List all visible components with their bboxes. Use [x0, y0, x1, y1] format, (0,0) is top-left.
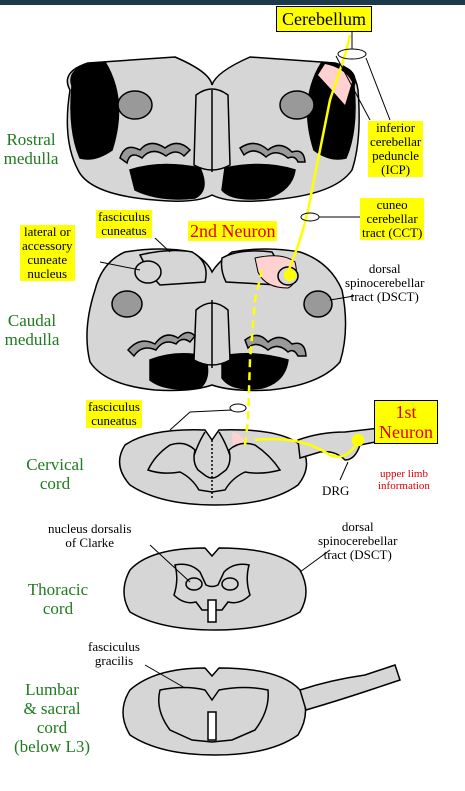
second-neuron-label: 2nd Neuron	[188, 221, 278, 241]
caudal-medulla-section	[86, 248, 347, 392]
fasciculus-cuneatus-marker	[229, 403, 247, 413]
fasciculus-cuneatus-fiber	[243, 269, 264, 446]
cerebellum-title: Cerebellum	[276, 6, 372, 32]
thoracic-cord-section	[123, 547, 307, 631]
cct-marker	[300, 212, 320, 222]
pointer-lines	[99, 30, 391, 689]
first-neuron-cell	[351, 433, 365, 447]
icp-marker	[337, 48, 367, 60]
first-neuron-fiber	[254, 437, 360, 459]
lumbar-sacral-label: Lumbar & sacral cord (below L3)	[13, 680, 90, 756]
first-neuron-label: 1st Neuron	[374, 400, 438, 444]
drg-label: DRG	[322, 483, 350, 498]
first-neuron-line1: 1st	[395, 402, 417, 422]
rostral-medulla-section	[66, 56, 360, 202]
cuneocerebellar-fiber	[286, 54, 347, 273]
first-neuron-line2: Neuron	[379, 422, 433, 442]
cervical-cord-section	[118, 427, 387, 506]
lumbar-sacral-cord-section	[122, 664, 401, 756]
second-neuron-cell	[283, 268, 297, 282]
pathway	[243, 34, 365, 459]
top-bar	[0, 0, 465, 5]
to-cerebellum-fiber	[343, 34, 352, 56]
